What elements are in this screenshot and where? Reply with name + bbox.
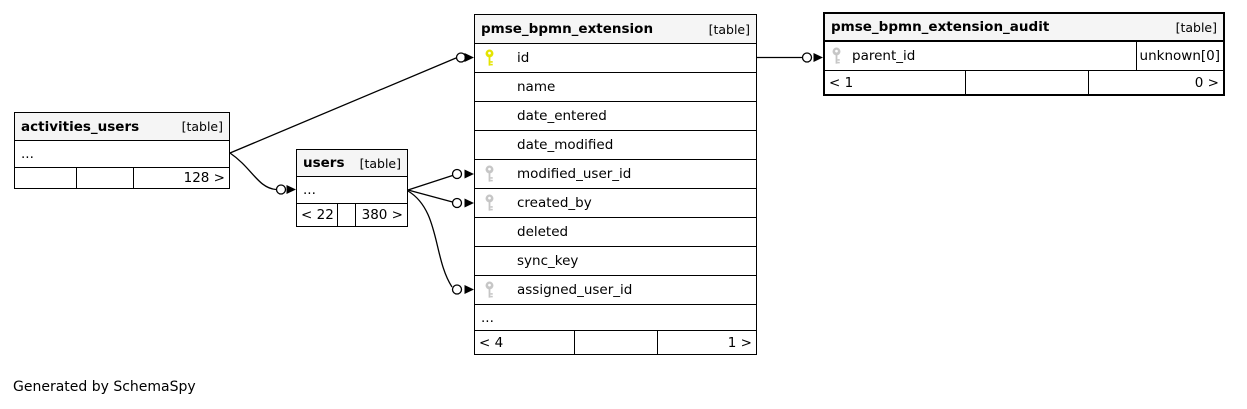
table-type-badge: [table] xyxy=(181,119,223,134)
connector-users-to-created-arrowhead xyxy=(464,198,474,208)
foreign-key-icon xyxy=(485,281,494,298)
connector-users-to-modified-line xyxy=(407,174,453,191)
column-name: parent_id xyxy=(852,48,916,64)
table-stats-footer: < 1 0 > xyxy=(825,71,1223,94)
column-row-created-by: created_by xyxy=(475,189,756,218)
connector-activities-to-users-arrowhead xyxy=(286,185,296,194)
column-type: unknown[0] xyxy=(1135,42,1223,70)
children-count-cell: 380 > xyxy=(361,207,403,223)
table-name: pmse_bpmn_extension_audit xyxy=(831,19,1050,35)
collapsed-columns-row: ... xyxy=(475,305,756,331)
column-name: created_by xyxy=(517,195,592,211)
connector-extension-to-audit-arrowhead xyxy=(813,53,823,62)
table-header-pmse-bpmn-extension[interactable]: pmse_bpmn_extension [table] xyxy=(475,15,756,44)
collapsed-columns-row: ... xyxy=(15,141,229,168)
table-stats-footer: < 4 1 > xyxy=(475,331,756,354)
ellipsis-label: ... xyxy=(21,146,34,162)
connector-extension-to-audit-circle-marker xyxy=(801,52,813,63)
children-count-cell: 128 > xyxy=(183,170,225,186)
table-type-badge: [table] xyxy=(359,155,401,171)
connector-users-to-assigned-line xyxy=(407,190,453,288)
ellipsis-label: ... xyxy=(481,309,494,326)
stat-cell xyxy=(15,168,77,188)
children-count-cell: 0 > xyxy=(1194,74,1219,91)
column-name: assigned_user_id xyxy=(517,282,633,298)
connector-activities-to-users-line xyxy=(229,152,277,191)
table-node-pmse-bpmn-extension[interactable]: pmse_bpmn_extension [table] id name date… xyxy=(474,14,757,355)
primary-key-icon xyxy=(485,49,494,66)
column-name: name xyxy=(517,79,556,95)
column-row-date-modified: date_modified xyxy=(475,131,756,160)
table-name: users xyxy=(303,155,345,171)
connector-activities-to-id-line xyxy=(229,57,457,154)
connector-activities-to-users-circle-marker xyxy=(275,184,287,195)
table-node-users[interactable]: users [table] ... < 22 380 > xyxy=(296,149,408,227)
column-row-id: id xyxy=(475,44,756,73)
parents-count-cell: < 22 xyxy=(297,204,338,226)
stat-cell xyxy=(575,331,658,354)
column-name: modified_user_id xyxy=(517,166,632,182)
column-name: deleted xyxy=(517,224,569,240)
foreign-key-icon xyxy=(485,165,494,182)
generator-note: Generated by SchemaSpy xyxy=(13,379,196,395)
table-type-badge: [table] xyxy=(708,21,750,37)
table-name: activities_users xyxy=(21,118,140,135)
table-node-pmse-bpmn-extension-audit[interactable]: pmse_bpmn_extension_audit [table] parent… xyxy=(823,12,1225,96)
column-row-parent-id: parent_id unknown[0] xyxy=(825,42,1223,71)
connector-activities-to-id-circle-marker xyxy=(455,52,467,63)
column-row-deleted: deleted xyxy=(475,218,756,247)
connector-users-to-created-circle-marker xyxy=(451,197,463,209)
foreign-key-icon xyxy=(485,194,494,211)
table-stats-footer: < 22 380 > xyxy=(297,204,407,226)
connector-users-to-assigned-circle-marker xyxy=(451,284,463,295)
table-type-badge: [table] xyxy=(1175,19,1217,35)
table-header-pmse-bpmn-extension-audit[interactable]: pmse_bpmn_extension_audit [table] xyxy=(825,14,1223,42)
column-row-modified-user-id: modified_user_id xyxy=(475,160,756,189)
ellipsis-label: ... xyxy=(303,182,316,198)
stat-cell xyxy=(338,204,356,226)
connector-users-to-modified-circle-marker xyxy=(451,168,463,180)
stat-cell xyxy=(77,168,134,188)
table-stats-footer: 128 > xyxy=(15,168,229,188)
column-name: sync_key xyxy=(517,253,579,269)
table-node-activities-users[interactable]: activities_users [table] ... 128 > xyxy=(14,112,230,189)
connector-users-to-assigned-arrowhead xyxy=(464,285,474,294)
connector-users-to-created-line xyxy=(407,189,453,203)
connector-users-to-modified-arrowhead xyxy=(464,169,474,179)
column-row-assigned-user-id: assigned_user_id xyxy=(475,276,756,305)
connector-activities-to-id-arrowhead xyxy=(464,53,474,62)
foreign-key-icon xyxy=(832,47,841,64)
column-name: date_modified xyxy=(517,137,614,153)
column-row-name: name xyxy=(475,73,756,102)
parents-count-cell: < 4 xyxy=(475,331,575,354)
table-header-users[interactable]: users [table] xyxy=(297,150,407,177)
column-row-sync-key: sync_key xyxy=(475,247,756,276)
column-name: date_entered xyxy=(517,108,607,124)
collapsed-columns-row: ... xyxy=(297,177,407,204)
children-count-cell: 1 > xyxy=(727,334,752,351)
table-header-activities-users[interactable]: activities_users [table] xyxy=(15,113,229,141)
table-name: pmse_bpmn_extension xyxy=(481,21,654,37)
parents-count-cell: < 1 xyxy=(825,71,966,94)
stat-cell xyxy=(966,71,1089,94)
column-row-date-entered: date_entered xyxy=(475,102,756,131)
column-name: id xyxy=(517,50,530,66)
